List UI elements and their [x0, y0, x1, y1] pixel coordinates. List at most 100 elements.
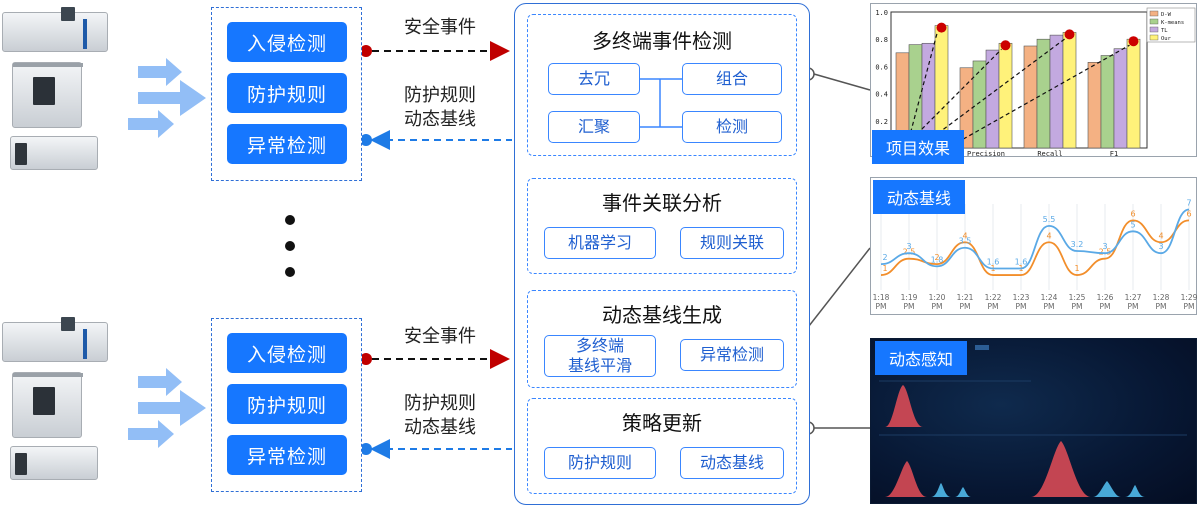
our-marker — [1064, 29, 1075, 40]
aggregate-chip[interactable]: 汇聚 — [548, 111, 640, 143]
legend-swatch — [1149, 34, 1159, 41]
bar — [1062, 32, 1077, 149]
baseline-smoothing-chip[interactable]: 多终端 基线平滑 — [544, 335, 656, 377]
data-label: 3 — [1102, 242, 1107, 251]
x-tick-label: 1:19 — [901, 293, 918, 302]
trend-arrow — [950, 44, 1130, 147]
x-tick-label: PM — [904, 302, 915, 311]
x-tick-label: PM — [1128, 302, 1139, 311]
bar — [1113, 48, 1128, 149]
anomaly-detection-button[interactable]: 异常检测 — [227, 435, 347, 475]
dedup-chip[interactable]: 去冗 — [548, 63, 640, 95]
data-label: 1.6 — [987, 258, 1000, 267]
x-tick-label: PM — [1044, 302, 1055, 311]
x-tick-label: PM — [1072, 302, 1083, 311]
legend-swatch — [1149, 10, 1159, 17]
detect-chip[interactable]: 检测 — [682, 111, 782, 143]
legend-label: TL — [1161, 28, 1168, 34]
anomaly-detection-button[interactable]: 异常检测 — [227, 124, 347, 164]
injection-machine-icon — [2, 7, 108, 52]
x-tick-label: PM — [932, 302, 943, 311]
data-label: 2.5 — [903, 248, 916, 257]
bar — [1049, 34, 1064, 149]
protection-rules-chip[interactable]: 防护规则 — [544, 447, 656, 479]
x-tick-label: PM — [1156, 302, 1167, 311]
x-tick-label: 1:20 — [929, 293, 946, 302]
core-analysis-panel: 多终端事件检测 去冗 组合 汇聚 检测 事件关联分析 机器学习 规则关联 动态基… — [514, 3, 810, 505]
ingest-arrows-top — [128, 58, 206, 138]
panel-tag: 项目效果 — [872, 130, 965, 164]
plot-frame — [890, 11, 1148, 149]
intrusion-detection-button[interactable]: 入侵检测 — [227, 333, 347, 373]
combine-chip[interactable]: 组合 — [682, 63, 782, 95]
dynamic-perception-panel: 动态感知 — [870, 338, 1197, 504]
x-tick-label: PM — [1184, 302, 1195, 311]
protection-rules-button[interactable]: 防护规则 — [227, 73, 347, 113]
legend-label: K-means — [1161, 20, 1184, 26]
rules-label-line1: 防护规则 — [404, 393, 476, 414]
protection-rules-button[interactable]: 防护规则 — [227, 384, 347, 424]
chip-links — [638, 78, 682, 128]
baseline-label-line2: 动态基线 — [404, 417, 476, 438]
y-tick-label: 0.2 — [875, 118, 888, 126]
intrusion-detection-button[interactable]: 入侵检测 — [227, 22, 347, 62]
flow-top — [360, 41, 512, 150]
x-tick-label: PM — [876, 302, 887, 311]
data-label: 4 — [962, 231, 967, 240]
x-tick-label: 1:21 — [957, 293, 974, 302]
ellipsis-dot — [285, 241, 295, 251]
section-title: 多终端事件检测 — [592, 29, 732, 53]
data-label: 2 — [934, 253, 939, 262]
x-tick-label: F1 — [1110, 150, 1118, 158]
y-tick-label: 0.4 — [875, 91, 888, 99]
section-title: 策略更新 — [622, 411, 702, 435]
section-title: 动态基线生成 — [602, 303, 722, 327]
series-line — [880, 219, 1190, 276]
data-label: 1 — [1074, 264, 1079, 273]
data-label: 7 — [1186, 198, 1191, 207]
bar — [972, 60, 987, 149]
legend-label: D-W — [1161, 12, 1172, 18]
machine-learning-chip[interactable]: 机器学习 — [544, 227, 656, 259]
trend-arrow — [906, 31, 939, 147]
agent-box-bottom: 入侵检测 防护规则 异常检测 — [211, 318, 362, 492]
x-tick-label: 1:18 — [873, 293, 890, 302]
data-label: 3.2 — [1071, 240, 1084, 249]
data-label: 3 — [906, 242, 911, 251]
panel-tag: 动态基线 — [873, 180, 966, 214]
cnc-machine-icon — [12, 62, 83, 128]
bar — [1100, 55, 1115, 149]
x-tick-label: 1:23 — [1013, 293, 1030, 302]
dynamic-baseline-chip[interactable]: 动态基线 — [680, 447, 784, 479]
x-tick-label: 1:29 — [1181, 293, 1198, 302]
anomaly-detect-chip[interactable]: 异常检测 — [680, 339, 784, 371]
data-label: 4 — [1158, 231, 1163, 240]
data-label: 6 — [1130, 209, 1135, 218]
our-marker — [1128, 36, 1139, 47]
baseline-generation-section: 动态基线生成 多终端 基线平滑 异常检测 — [527, 290, 797, 388]
bar — [985, 49, 1000, 149]
x-tick-label: 1:27 — [1125, 293, 1142, 302]
rule-correlation-chip[interactable]: 规则关联 — [680, 227, 784, 259]
y-tick-label: 0.8 — [875, 36, 888, 44]
data-label: 5.5 — [1043, 215, 1056, 224]
data-label: 5 — [1130, 220, 1135, 229]
data-label: 3 — [1158, 242, 1163, 251]
data-label: 1.8 — [931, 255, 944, 264]
event-correlation-section: 事件关联分析 机器学习 规则关联 — [527, 178, 797, 274]
ingest-arrows-bottom — [128, 368, 206, 448]
legend-label: Our — [1161, 36, 1172, 42]
x-tick-label: 1:28 — [1153, 293, 1170, 302]
bar — [998, 42, 1013, 149]
x-tick-label: 1:22 — [985, 293, 1002, 302]
plc-controller-icon — [10, 446, 98, 480]
data-label: 3.5 — [959, 237, 972, 246]
bar — [1126, 38, 1141, 149]
cnc-machine-icon — [12, 372, 83, 438]
panel-tag: 动态感知 — [875, 341, 968, 375]
flow-bottom — [360, 349, 512, 459]
